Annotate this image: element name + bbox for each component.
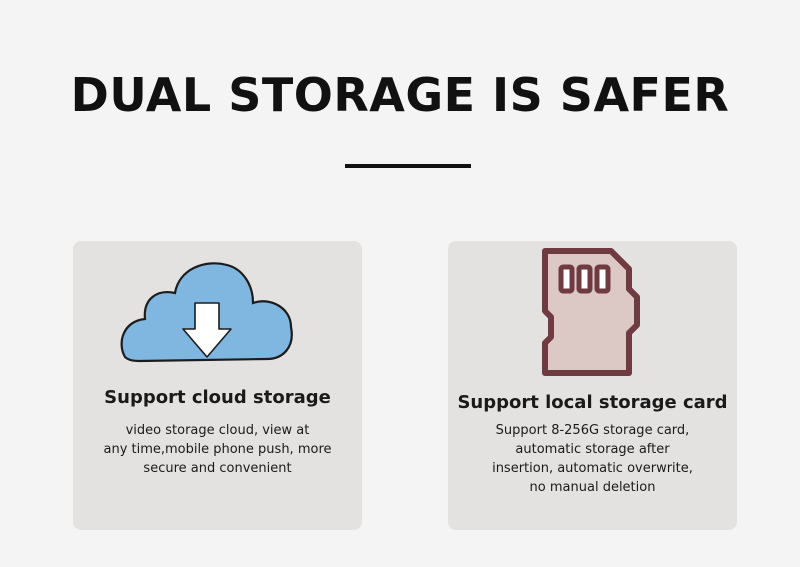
description-line: any time,mobile phone push, more <box>103 442 332 457</box>
description-line: Support 8-256G storage card, <box>495 423 690 438</box>
cloud-storage-card: Support cloud storage video storage clou… <box>73 241 362 530</box>
description-line: insertion, automatic overwrite, <box>492 461 693 476</box>
description-line: video storage cloud, view at <box>125 423 310 438</box>
headline-underline <box>345 164 471 168</box>
cloud-download-icon <box>120 262 293 363</box>
description-line: automatic storage after <box>515 442 670 457</box>
description-line: no manual deletion <box>529 480 656 495</box>
page-headline: DUAL STORAGE IS SAFER <box>70 68 730 122</box>
card-description: Support 8-256G storage card, automatic s… <box>458 421 727 497</box>
card-title: Support local storage card <box>457 392 728 413</box>
card-title: Support cloud storage <box>104 387 331 408</box>
description-line: secure and convenient <box>143 461 292 476</box>
local-storage-card: Support local storage card Support 8-256… <box>448 241 737 530</box>
card-description: video storage cloud, view at any time,mo… <box>83 421 352 478</box>
sd-card-icon <box>542 248 640 376</box>
